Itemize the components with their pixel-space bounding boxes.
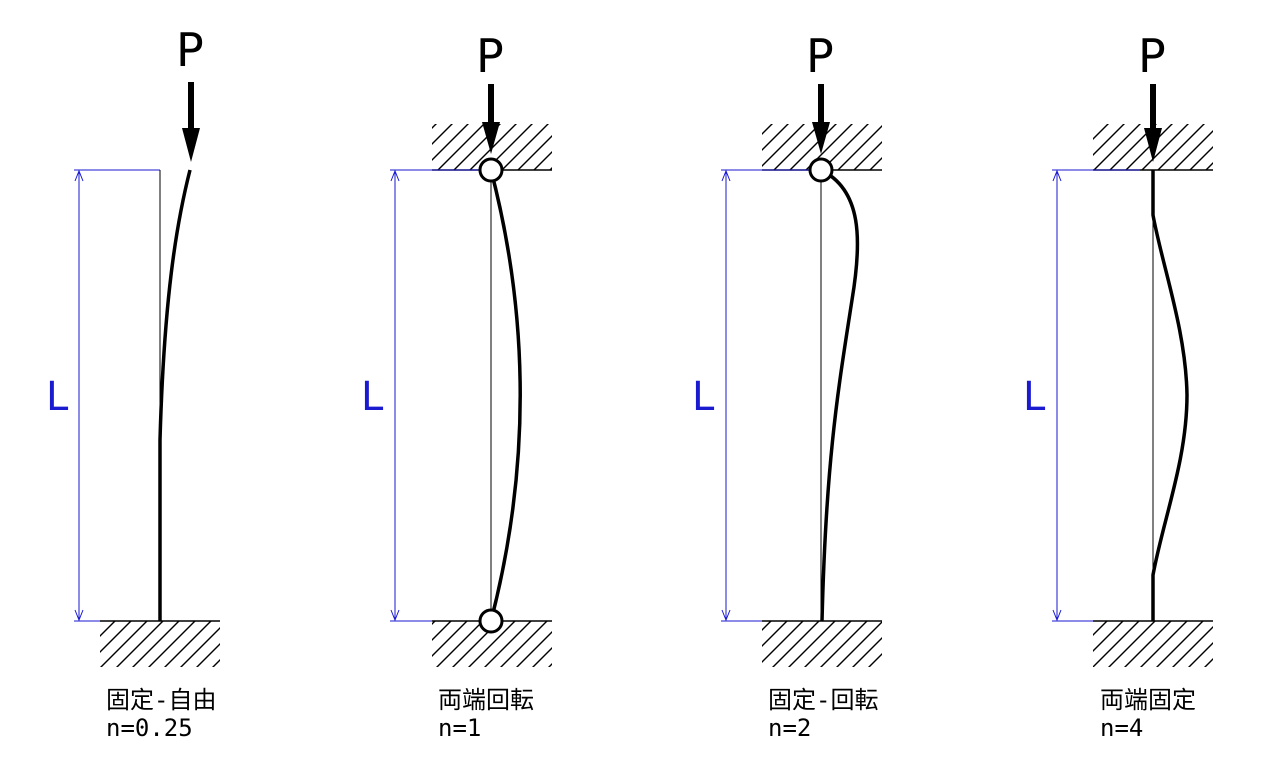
support-condition: 固定-回転 [768, 686, 878, 714]
support-condition: 両端固定 [1100, 686, 1196, 714]
load-arrow [182, 82, 200, 162]
length-label: L [1023, 374, 1046, 420]
support-condition: 両端回転 [438, 686, 534, 714]
end-coefficient: n=0.25 [106, 714, 193, 742]
load-label: P [476, 29, 504, 83]
buckled-column [820, 168, 860, 622]
pin-joint-bottom [478, 608, 504, 634]
case-pinned-pinned: P L 両端回転 n=1 [361, 29, 552, 742]
length-label: L [46, 374, 69, 420]
end-coefficient: n=2 [768, 714, 811, 742]
fixed-support-top [1093, 124, 1213, 171]
dimension-line [390, 169, 480, 622]
fixed-support-bottom [100, 620, 220, 667]
dimension-line [1052, 169, 1140, 622]
length-label: L [692, 374, 715, 420]
end-coefficient: n=4 [1100, 714, 1143, 742]
case-fixed-pinned: P L 固定-回転 n=2 [692, 29, 882, 742]
buckled-column [158, 169, 192, 621]
pin-joint-top [808, 157, 834, 183]
buckled-column [489, 169, 522, 622]
load-label: P [176, 23, 204, 77]
pin-joint-top [478, 157, 504, 183]
case-fixed-fixed: P L 両端固定 n=4 [1023, 29, 1213, 742]
dimension-line [721, 169, 810, 622]
fixed-support-bottom [1093, 620, 1213, 667]
end-coefficient: n=1 [438, 714, 481, 742]
dimension-line [74, 169, 160, 622]
fixed-support-bottom [762, 620, 882, 667]
support-condition: 固定-自由 [106, 686, 216, 714]
length-label: L [361, 374, 384, 420]
case-fixed-free: P L 固定-自由 n=0.25 [46, 23, 220, 742]
buckled-column [1151, 170, 1189, 621]
load-label: P [1138, 29, 1166, 83]
load-label: P [806, 29, 834, 83]
